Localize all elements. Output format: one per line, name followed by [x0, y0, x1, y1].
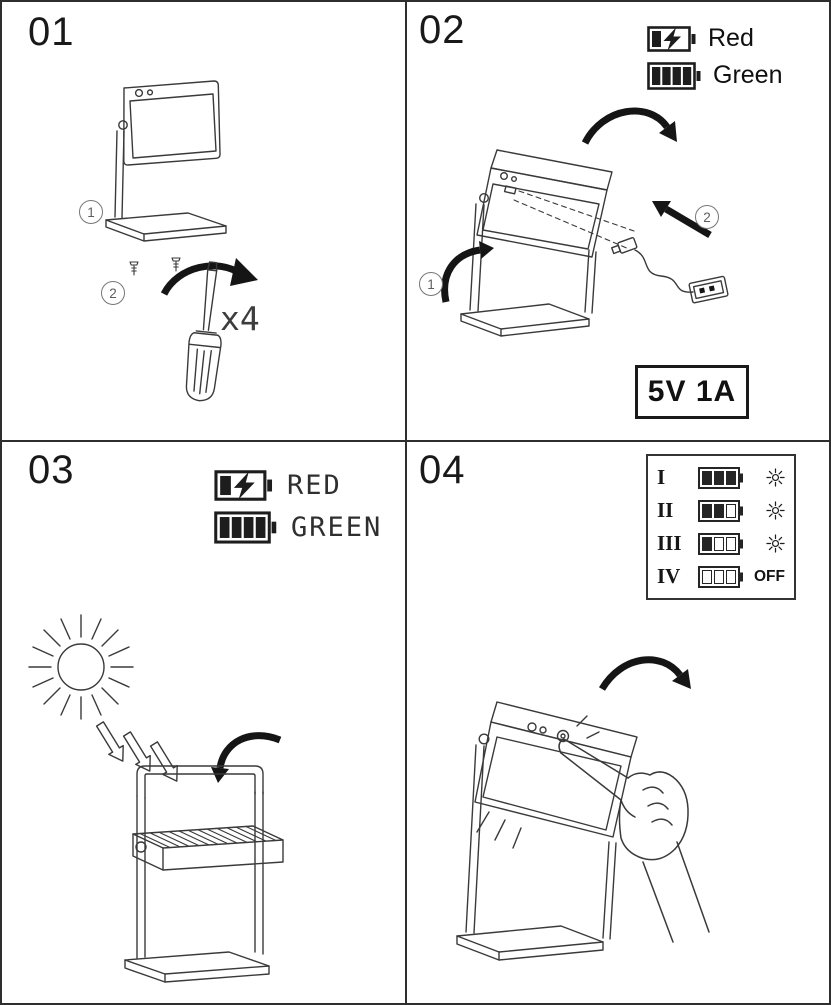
step-2-marker: 2 [101, 281, 125, 305]
screw-count-label: x4 [220, 299, 260, 338]
charging-color-label: RED [287, 470, 342, 501]
mode-row: III [657, 528, 785, 559]
battery-charging-icon [647, 25, 696, 52]
battery-full-icon [214, 511, 277, 544]
rotate-arrow-icon [211, 732, 282, 783]
mode-level-label: III [657, 531, 682, 555]
battery-level-icon [698, 532, 743, 555]
full-color-label: Green [713, 61, 783, 89]
battery-full-icon [647, 61, 701, 90]
panel-01-number: 01 [28, 10, 75, 54]
step-1-marker: 1 [419, 272, 443, 296]
battery-level-icon [698, 499, 743, 522]
sunlight-arrows-icon [95, 721, 178, 782]
lamp-solar-up-drawing [124, 765, 284, 983]
lamp-button-press-drawing [456, 701, 710, 961]
power-rating-box: 5V 1A [635, 365, 749, 419]
legend-row-charging: RED [214, 470, 382, 501]
pointing-hand-icon [558, 738, 710, 943]
step-2-marker: 2 [695, 205, 719, 229]
horizontal-divider [2, 440, 829, 442]
brightness-sun-icon [766, 468, 785, 487]
sun-icon [766, 501, 785, 520]
panel-04-number: 04 [419, 448, 466, 492]
mode-row: I [657, 462, 785, 493]
battery-level-icon [698, 466, 743, 489]
rotate-arrow-small-icon [441, 241, 494, 303]
rotate-arrow-icon [581, 107, 677, 145]
legend-row-charging: Red [647, 24, 782, 53]
battery-level-icon [698, 565, 743, 588]
rotate-arrow-icon [598, 656, 691, 691]
screwdriver-icon [160, 258, 258, 402]
mode-level-label: II [657, 498, 674, 522]
charge-status-legend: Red Green [647, 24, 782, 90]
mode-level-label: IV [657, 564, 681, 588]
sun-icon [766, 468, 785, 487]
step-1-marker: 1 [79, 200, 103, 224]
mode-off-label: OFF [754, 567, 785, 585]
brightness-sun-icon [766, 534, 785, 553]
charging-color-label: Red [708, 24, 754, 52]
solar-charge-legend: RED GREEN [214, 470, 382, 544]
panel-02-number: 02 [419, 8, 466, 52]
legend-row-full: GREEN [214, 511, 382, 544]
mode-row: II [657, 495, 785, 526]
lamp-tilted-drawing [460, 149, 635, 337]
battery-charging-icon [214, 470, 273, 501]
lamp-assembled-drawing [105, 80, 227, 242]
screws-icon [129, 257, 181, 276]
usb-cable-drawing [611, 237, 729, 304]
insert-arrow-icon [652, 201, 712, 239]
vertical-divider [405, 2, 407, 1003]
panel-03-number: 03 [28, 448, 75, 492]
mode-row: IV OFF [657, 561, 785, 592]
sun-icon [766, 534, 785, 553]
full-color-label: GREEN [291, 512, 383, 543]
sun-icon [28, 614, 134, 720]
mode-level-label: I [657, 465, 666, 489]
legend-row-full: Green [647, 61, 782, 90]
brightness-sun-icon [766, 501, 785, 520]
